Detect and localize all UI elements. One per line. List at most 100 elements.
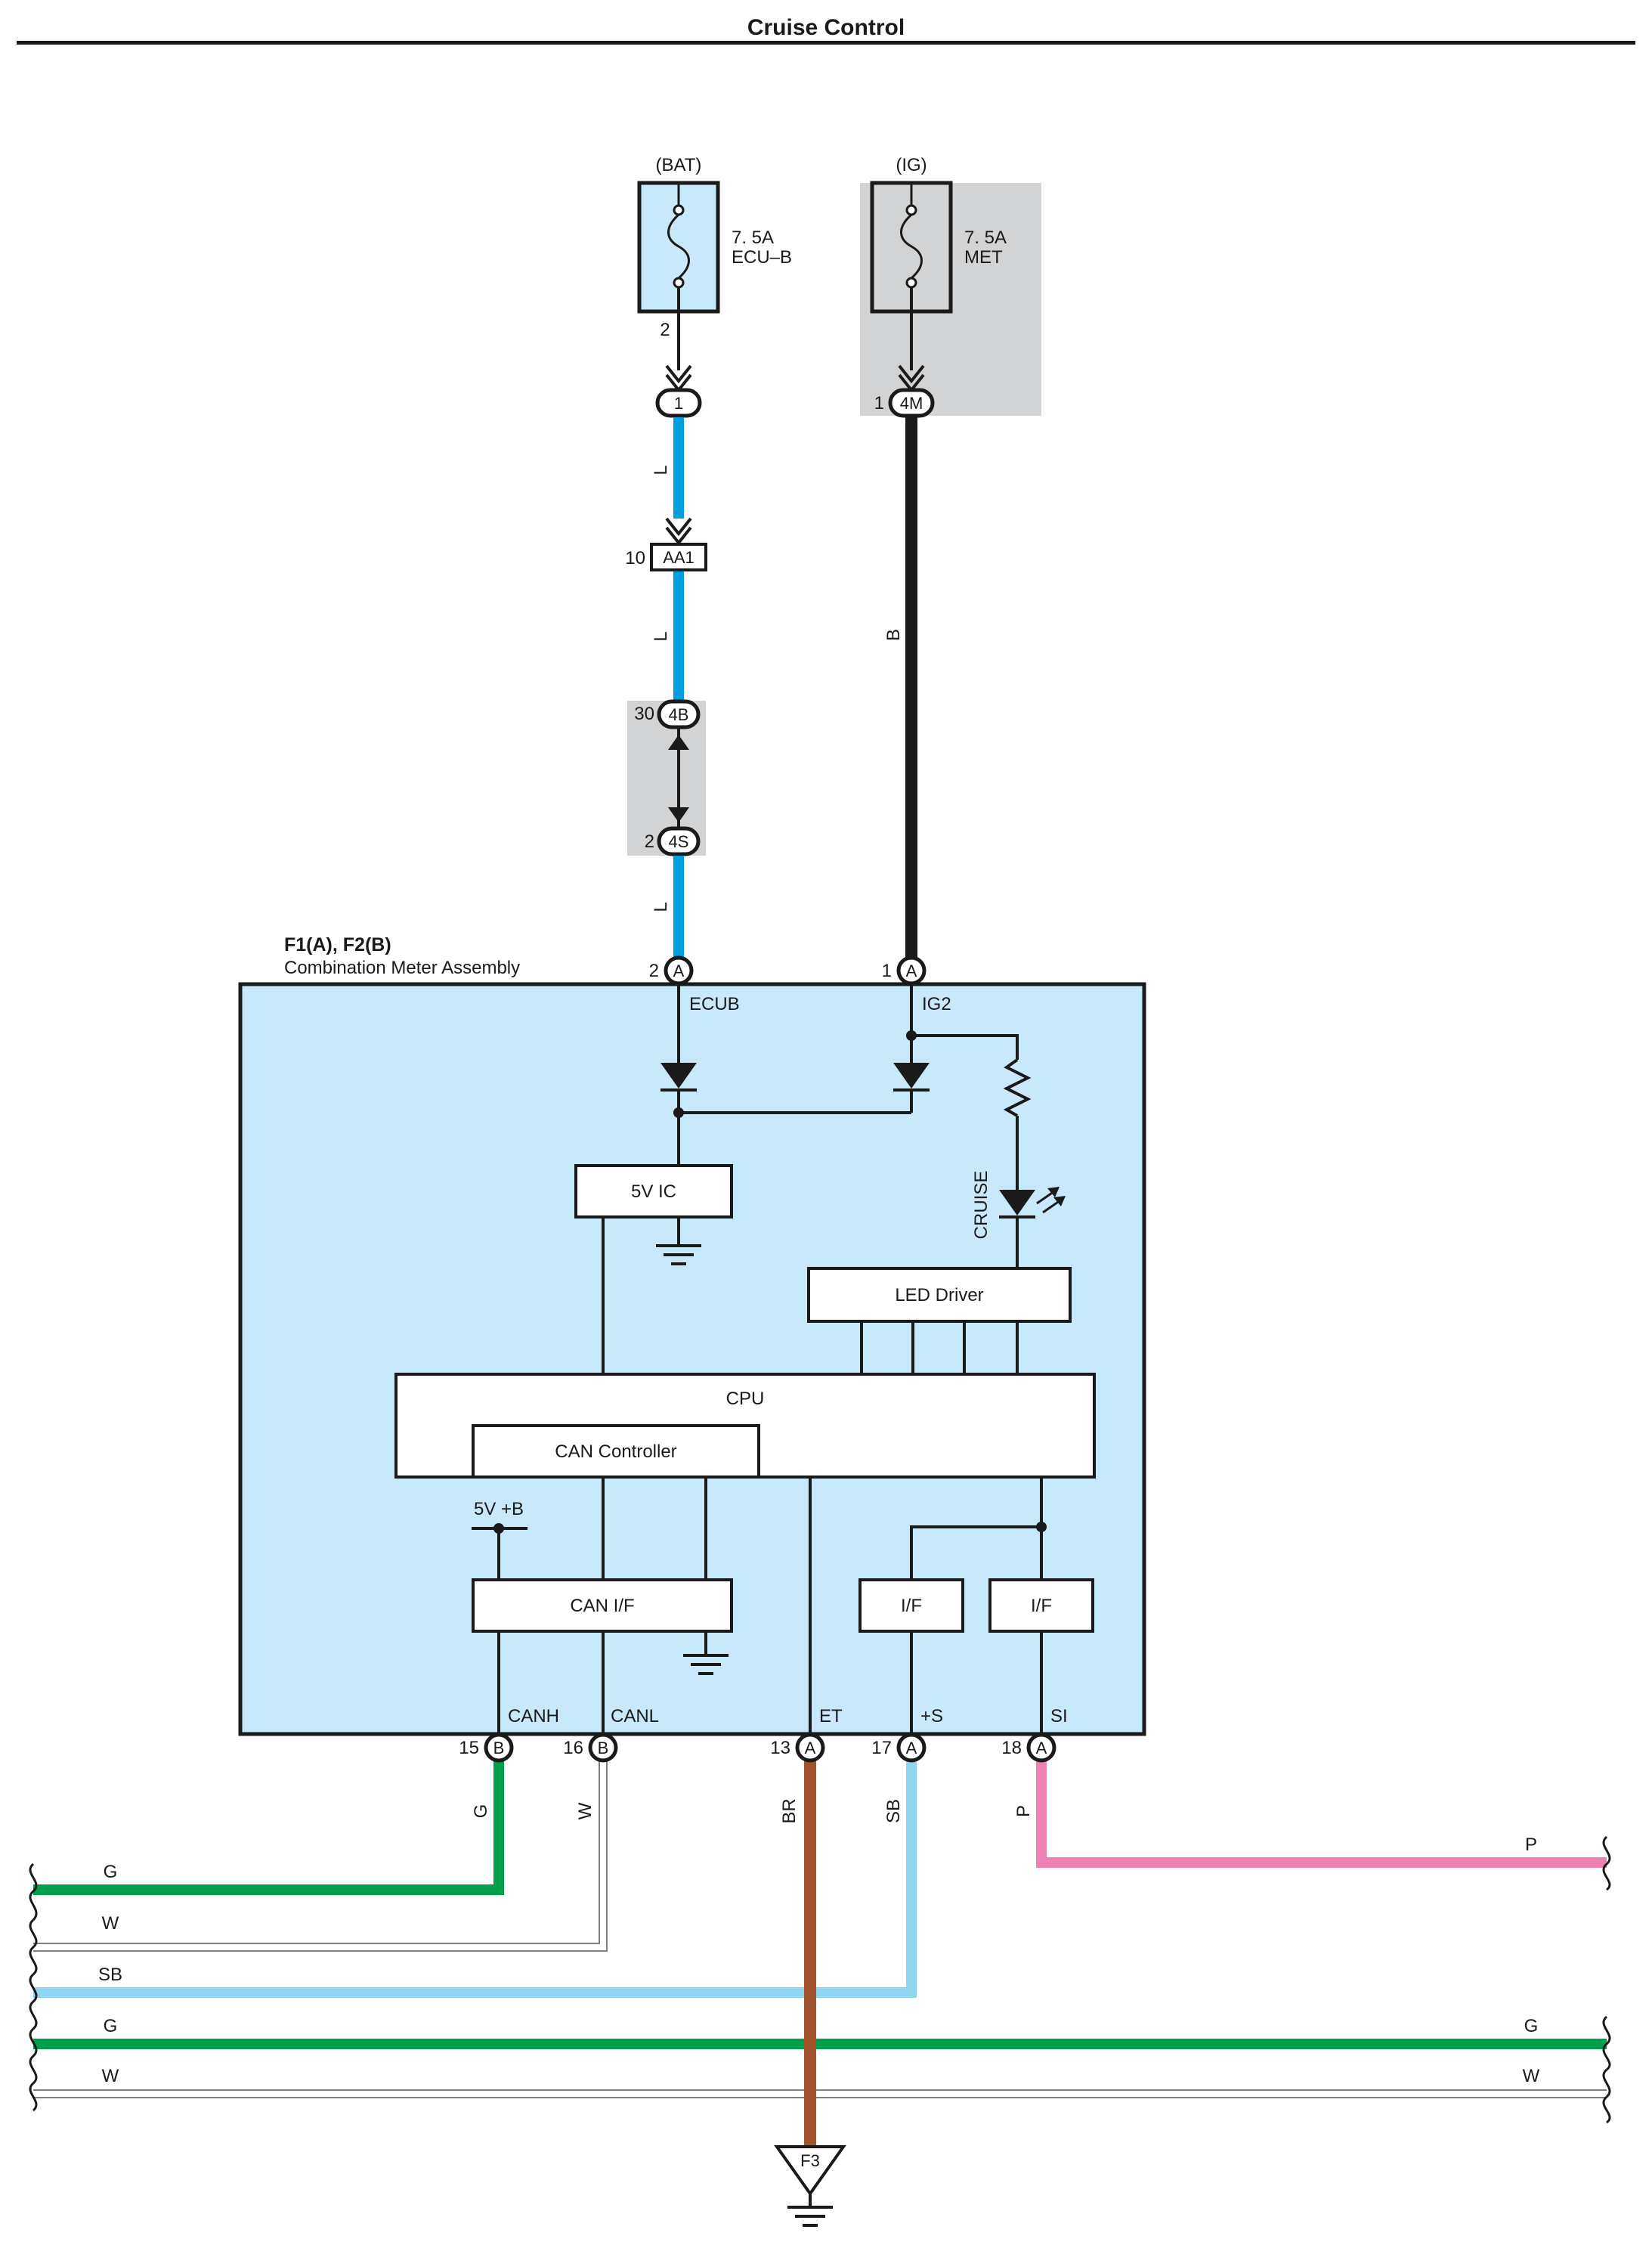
title-rule (17, 41, 1635, 45)
block-can-if (472, 1578, 733, 1633)
pin-et-connector: A (805, 1739, 816, 1757)
block-if-1 (858, 1578, 964, 1633)
cruise-led-ray-1-head (1047, 1187, 1060, 1197)
ecu-b-arrow-1 (665, 364, 692, 384)
pin-canh-label: CANH (508, 1706, 559, 1726)
pin-splus-connector: A (906, 1739, 917, 1757)
pin-ecub-connector: A (673, 961, 685, 980)
connector-4b-id: 4B (669, 705, 689, 724)
met-fuse-element (900, 213, 923, 280)
ecu-b-fuse-pin: 2 (660, 320, 670, 340)
pin-splus-label: +S (920, 1706, 943, 1726)
connector-1 (655, 388, 702, 418)
connector-4s-pin: 2 (645, 831, 654, 852)
bus-left-label-g1: G (104, 1862, 118, 1882)
block-led-driver-label: LED Driver (895, 1285, 983, 1305)
pin-canl-connector: B (598, 1739, 609, 1757)
junction-arrow-down (668, 807, 689, 822)
met-fuse-bottom-terminal (905, 277, 917, 289)
block-if-2-label: I/F (1031, 1596, 1052, 1616)
connector-4m-id: 4M (900, 394, 923, 413)
cruise-indicator-label: CRUISE (971, 1171, 992, 1240)
pin-si-terminal (1026, 1733, 1056, 1763)
pin-canh-terminal (484, 1733, 514, 1763)
ground-f3-id: F3 (800, 2151, 820, 2170)
connector-aa1 (650, 543, 707, 571)
met-fuse-top-terminal (905, 204, 917, 216)
connector-4m (888, 388, 935, 418)
ecu-b-fuse-element (667, 213, 690, 280)
pin-si-number: 18 (1001, 1738, 1022, 1758)
wire-canl-label: W (575, 1802, 596, 1819)
wire-b-label: B (883, 629, 904, 641)
pin-splus-number: 17 (871, 1738, 892, 1758)
break-mark-left-3 (29, 1973, 38, 2030)
ecu-b-fuse-top-terminal (673, 204, 685, 216)
led-resistor (1003, 1058, 1032, 1117)
pin-canl-number: 16 (563, 1738, 583, 1758)
pin-ig2-label: IG2 (922, 994, 951, 1014)
pin-ecub-number: 2 (649, 961, 659, 981)
wire-l-label-1: L (651, 465, 671, 475)
wire-splus-skyblue (33, 1748, 917, 1998)
page-title: Cruise Control (747, 15, 905, 40)
connector-4s-id: 4S (669, 832, 689, 851)
meter-name: Combination Meter Assembly (284, 958, 520, 978)
pin-canl-terminal (588, 1733, 618, 1763)
block-if-2 (988, 1578, 1094, 1633)
break-mark-right-1 (1602, 1835, 1611, 1891)
bat-source-label: (BAT) (656, 155, 702, 175)
block-if-1-label: I/F (901, 1596, 922, 1616)
meter-ref: F1(A), F2(B) (284, 934, 391, 955)
connector-4s (657, 826, 701, 856)
bus-right-label-w: W (1523, 2066, 1540, 2086)
connector-4b (657, 699, 701, 729)
bus-left-label-w2: W (102, 2066, 119, 2086)
pin-si-label: SI (1050, 1706, 1068, 1726)
aa1-arrow-1 (665, 517, 692, 537)
junction-arrow-up (668, 735, 689, 750)
connector-4m-pin: 1 (874, 393, 884, 413)
cruise-led-ray-2-head (1053, 1196, 1066, 1206)
bus-left-label-g2: G (104, 2016, 118, 2036)
pin-ecub-label: ECUB (689, 994, 740, 1014)
led-branch-wire (911, 1034, 1019, 1060)
ecu-b-fuse-rating: 7. 5A (732, 228, 774, 248)
block-5v-ic-label: 5V IC (631, 1181, 676, 1202)
connector-aa1-pin: 10 (625, 548, 645, 568)
bus-right-label-p: P (1525, 1835, 1537, 1855)
block-cpu-label: CPU (726, 1389, 765, 1409)
wire-si-pink (1036, 1748, 1607, 1868)
pin-canh-connector: B (493, 1739, 505, 1757)
ecub-diode (660, 1063, 697, 1088)
block-led-driver (807, 1267, 1072, 1323)
met-fuse-rating: 7. 5A (964, 228, 1007, 248)
wire-et-label: BR (779, 1798, 800, 1823)
pin-canl-label: CANL (611, 1706, 659, 1726)
ecu-b-fuse-name: ECU–B (732, 247, 792, 268)
ground-f3-symbol (774, 2145, 846, 2197)
block-5v-ic (574, 1164, 733, 1218)
break-mark-left-5 (29, 2082, 38, 2112)
wire-l-label-3: L (651, 902, 671, 912)
pin-et-terminal (795, 1733, 825, 1763)
if1-feed (910, 1525, 1041, 1580)
pin-splus-terminal (896, 1733, 927, 1763)
block-can-if-label: CAN I/F (570, 1596, 634, 1616)
ig-source-label: (IG) (896, 155, 927, 175)
wire-splus-label: SB (883, 1799, 904, 1823)
connector-1-id: 1 (674, 394, 683, 413)
pin-et-number: 13 (770, 1738, 790, 1758)
ecu-b-fuse-bottom-terminal (673, 277, 685, 289)
wire-canh-green (33, 1748, 504, 1895)
wire-si-label: P (1013, 1805, 1034, 1817)
block-can-controller (472, 1424, 760, 1479)
wire-canh-label: G (471, 1804, 491, 1819)
ig2-diode (893, 1063, 930, 1088)
met-fuse-name: MET (964, 247, 1003, 268)
bus-left-label-w1: W (102, 1913, 119, 1934)
pin-canh-number: 15 (459, 1738, 479, 1758)
break-mark-left-1 (29, 1863, 38, 1921)
break-mark-right-2 (1602, 2015, 1611, 2071)
